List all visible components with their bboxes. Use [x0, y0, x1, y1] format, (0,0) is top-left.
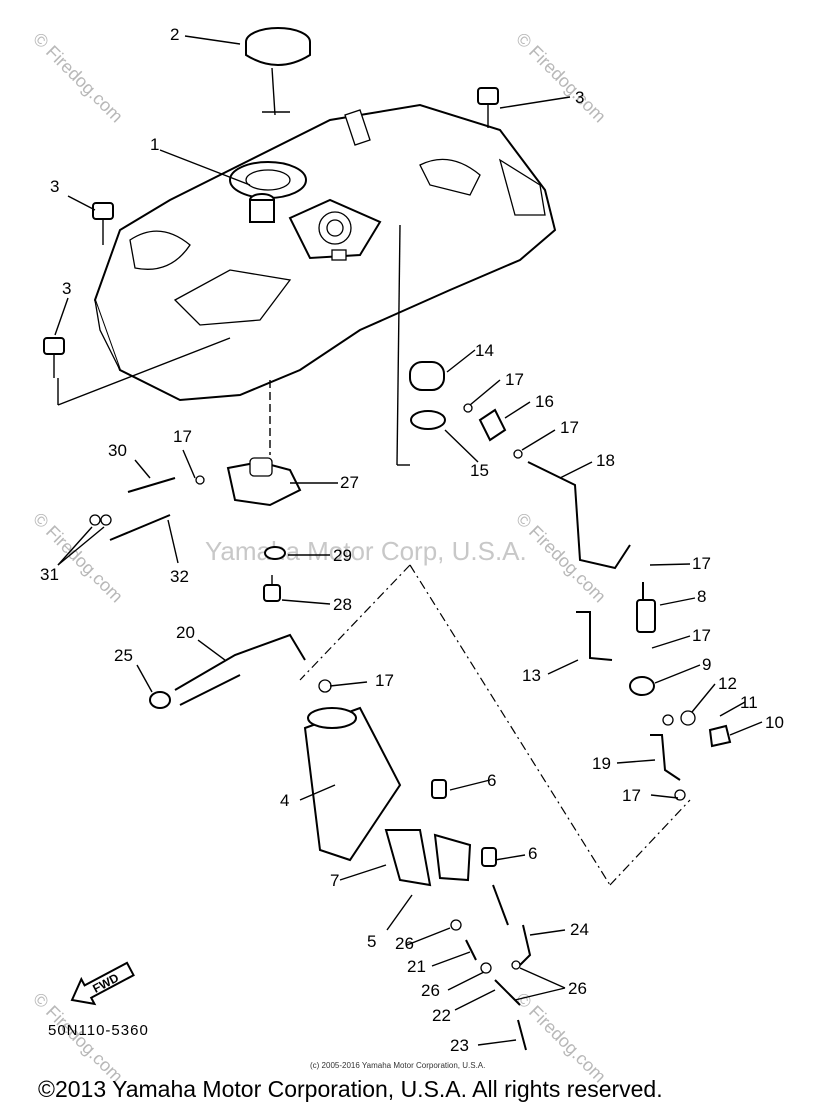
callout-32: 32: [170, 567, 189, 586]
callout-28: 28: [333, 595, 352, 614]
callout-3-top: 3: [575, 88, 584, 107]
callout-27: 27: [340, 473, 359, 492]
callout-30: 30: [108, 441, 127, 460]
fuel-tank: [93, 103, 557, 402]
callout-26-b: 26: [421, 981, 440, 1000]
callout-6-upper: 6: [487, 771, 496, 790]
callout-3-left-upper: 3: [50, 177, 59, 196]
callout-11: 11: [740, 693, 758, 712]
watermark-bottom-right: © Firedog.com: [512, 989, 610, 1087]
callout-17-b: 17: [560, 418, 579, 437]
callout-9: 9: [702, 655, 711, 674]
callout-17-e: 17: [692, 626, 711, 645]
bolt-top-right: [477, 87, 499, 128]
callout-16: 16: [535, 392, 554, 411]
callout-29: 29: [333, 546, 352, 565]
callout-21: 21: [407, 957, 426, 976]
callout-26-a: 26: [395, 934, 414, 953]
callout-15: 15: [470, 461, 489, 480]
callout-17-f: 17: [375, 671, 394, 690]
callout-17-d: 17: [692, 554, 711, 573]
callout-25: 25: [114, 646, 133, 665]
callout-labels: 2 1 3 3 3 14 17 16 17 17 30 18 15 27 31 …: [40, 25, 784, 1055]
callout-18: 18: [596, 451, 615, 470]
footer-copyright: ©2013 Yamaha Motor Corporation, U.S.A. A…: [38, 1076, 663, 1102]
callout-14: 14: [475, 341, 494, 360]
callout-1: 1: [150, 135, 159, 154]
watermark-center: Yamaha Motor Corp, U.S.A.: [205, 536, 527, 566]
callout-24: 24: [570, 920, 589, 939]
canister-assembly: [299, 564, 691, 887]
callout-5: 5: [367, 932, 376, 951]
callout-10: 10: [765, 713, 784, 732]
watermark-mid-left: © Firedog.com: [29, 509, 127, 607]
callout-4: 4: [280, 791, 289, 810]
callout-12: 12: [718, 674, 737, 693]
callout-8: 8: [697, 587, 706, 606]
watermark-top-left: © Firedog.com: [29, 29, 127, 127]
bolt-left-upper: [92, 202, 114, 245]
callout-19: 19: [592, 754, 611, 773]
reference-lines: [54, 35, 763, 1046]
callout-2: 2: [170, 25, 179, 44]
callout-17-a: 17: [505, 370, 524, 389]
callout-17-c: 17: [173, 427, 192, 446]
lower-hoses: [450, 884, 532, 1051]
callout-20: 20: [176, 623, 195, 642]
callout-26-c: 26: [568, 979, 587, 998]
callout-6-lower: 6: [528, 844, 537, 863]
callout-7: 7: [330, 871, 339, 890]
diagram-code: 50N110-5360: [48, 1022, 149, 1039]
vent-components-left: [89, 380, 306, 709]
vent-components-right: [409, 361, 732, 801]
callout-17-g: 17: [622, 786, 641, 805]
fuel-cap: [245, 27, 311, 116]
callout-23: 23: [450, 1036, 469, 1055]
fwd-arrow-icon: FWD: [70, 961, 135, 1006]
callout-3-left-lower: 3: [62, 279, 71, 298]
callout-31: 31: [40, 565, 59, 584]
watermark-top-right: © Firedog.com: [512, 29, 610, 127]
bolt-left-lower: [43, 337, 65, 378]
callout-13: 13: [522, 666, 541, 685]
small-copyright: (c) 2005-2016 Yamaha Motor Corporation, …: [310, 1061, 485, 1070]
callout-22: 22: [432, 1006, 451, 1025]
